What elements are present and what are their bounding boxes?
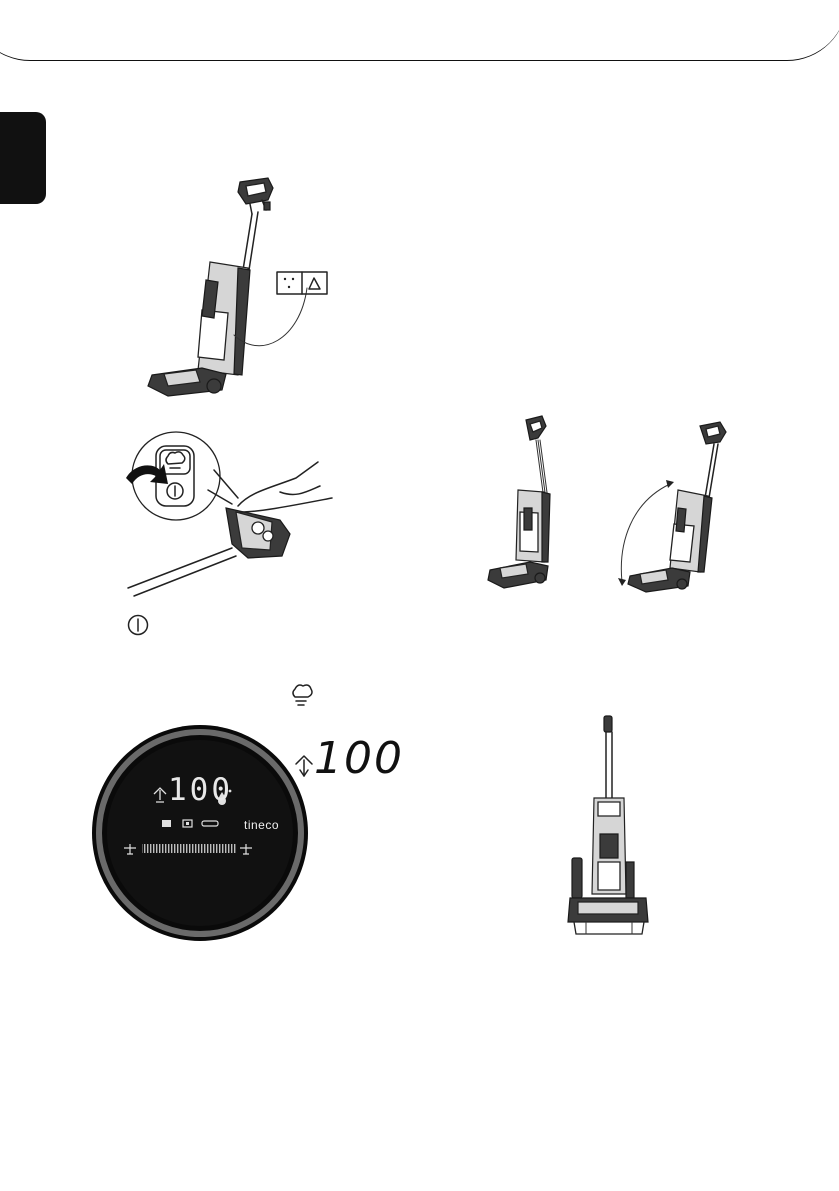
steam-icon	[290, 683, 312, 709]
cleaner-reclined-illustration	[612, 412, 742, 597]
brand-logo: tineco	[244, 818, 279, 832]
power-button-press-illustration	[120, 432, 340, 597]
wall-socket-icon	[276, 271, 328, 295]
power-icon	[127, 614, 149, 636]
panel-steam-level-value: 100	[168, 775, 233, 806]
cleaner-in-dock-illustration	[556, 712, 666, 940]
cleaner-upright-illustration	[486, 412, 576, 597]
page-cut-line	[0, 0, 839, 61]
section-tab	[0, 112, 46, 204]
steam-level-icon	[294, 754, 314, 780]
steam-level-display: 100	[314, 737, 404, 781]
led-display-panel	[90, 722, 310, 944]
